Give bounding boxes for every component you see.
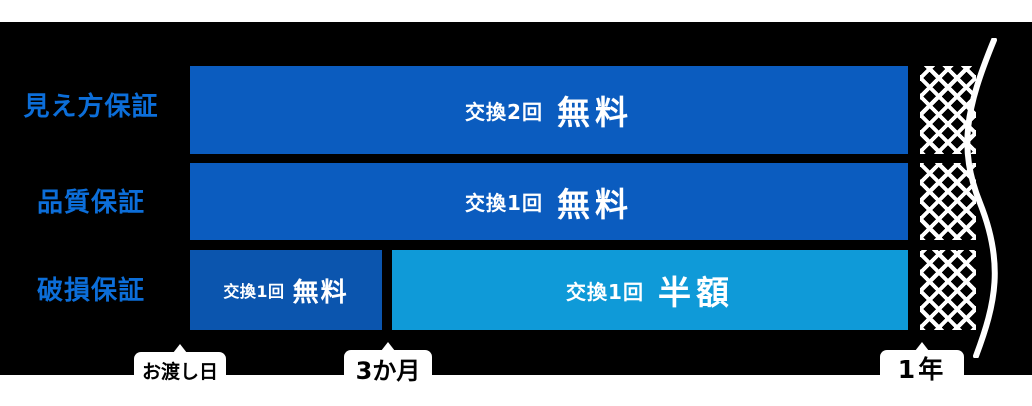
bar-benefit-label: 半額 <box>657 273 734 312</box>
row-label-hinshitsu-hosho: 品質保証 <box>36 188 145 218</box>
row-label-hason-hosho: 破損保証 <box>36 276 145 306</box>
bar-count-label: 交換2回 <box>465 99 543 124</box>
bar-count-label: 交換1回 <box>566 279 644 304</box>
bar-benefit-label: 無料 <box>292 277 349 308</box>
bar-benefit-label: 無料 <box>556 93 633 132</box>
timeline-badge-1-year: 1年 <box>880 342 964 386</box>
hatch-pattern-icon <box>920 250 976 330</box>
bar-count-label: 交換1回 <box>465 191 543 215</box>
bar-row-hason-hosho-segment-half: 交換1回 半額 <box>392 250 908 330</box>
bar-benefit-label: 無料 <box>556 184 633 224</box>
timeline-badge-3-months: 3か月 <box>344 342 432 386</box>
hatch-pattern-icon <box>920 66 976 154</box>
timeline-badge-handover-day: お渡し日 <box>134 344 226 388</box>
row-label-miekata-hosho: 見え方保証 <box>23 92 159 122</box>
bar-row-hason-hosho-segment-free: 交換1回 無料 <box>190 250 382 330</box>
bar-row-miekata-hosho: 交換2回 無料 <box>190 66 908 154</box>
bar-row-hinshitsu-hosho: 交換1回 無料 <box>190 163 908 240</box>
bar-count-label: 交換1回 <box>223 282 285 301</box>
chart-panel: 見え方保証 品質保証 破損保証 交換2回 無料 交換1回 無料 交換1回 無料 … <box>0 22 1032 388</box>
hatch-pattern-icon <box>920 163 976 240</box>
